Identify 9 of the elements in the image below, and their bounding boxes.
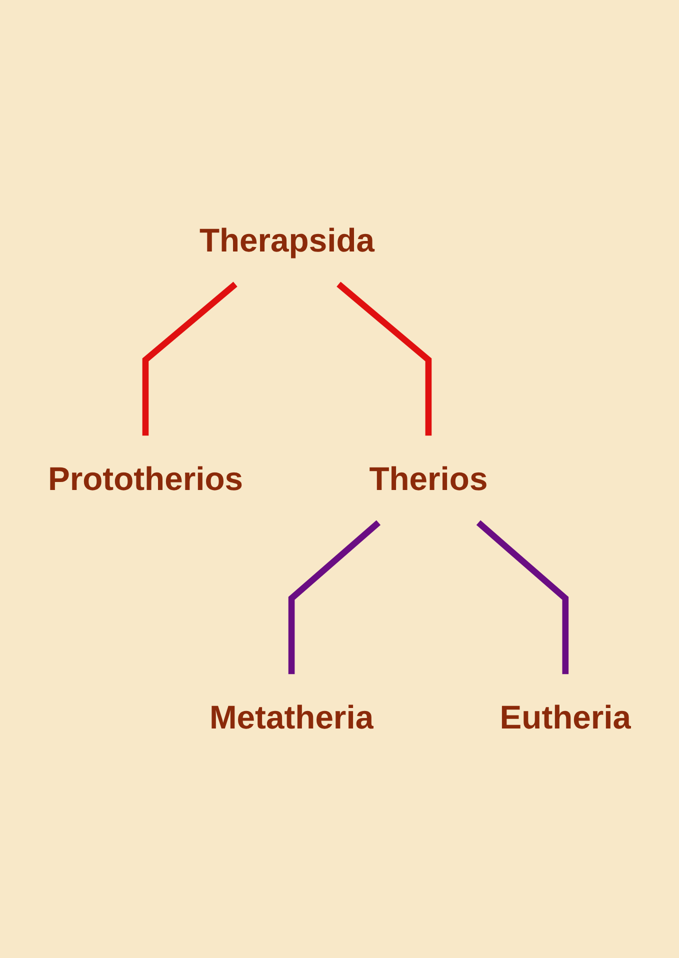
node-text: Therapsida xyxy=(199,220,374,259)
node-text: Metatheria xyxy=(209,698,374,736)
connector xyxy=(288,520,381,674)
connector xyxy=(336,282,432,436)
connector xyxy=(142,282,238,436)
node-text: Therios xyxy=(369,459,488,498)
connector xyxy=(476,520,569,674)
node-text: Prototherios xyxy=(48,459,244,498)
node-text: Eutheria xyxy=(500,698,632,736)
